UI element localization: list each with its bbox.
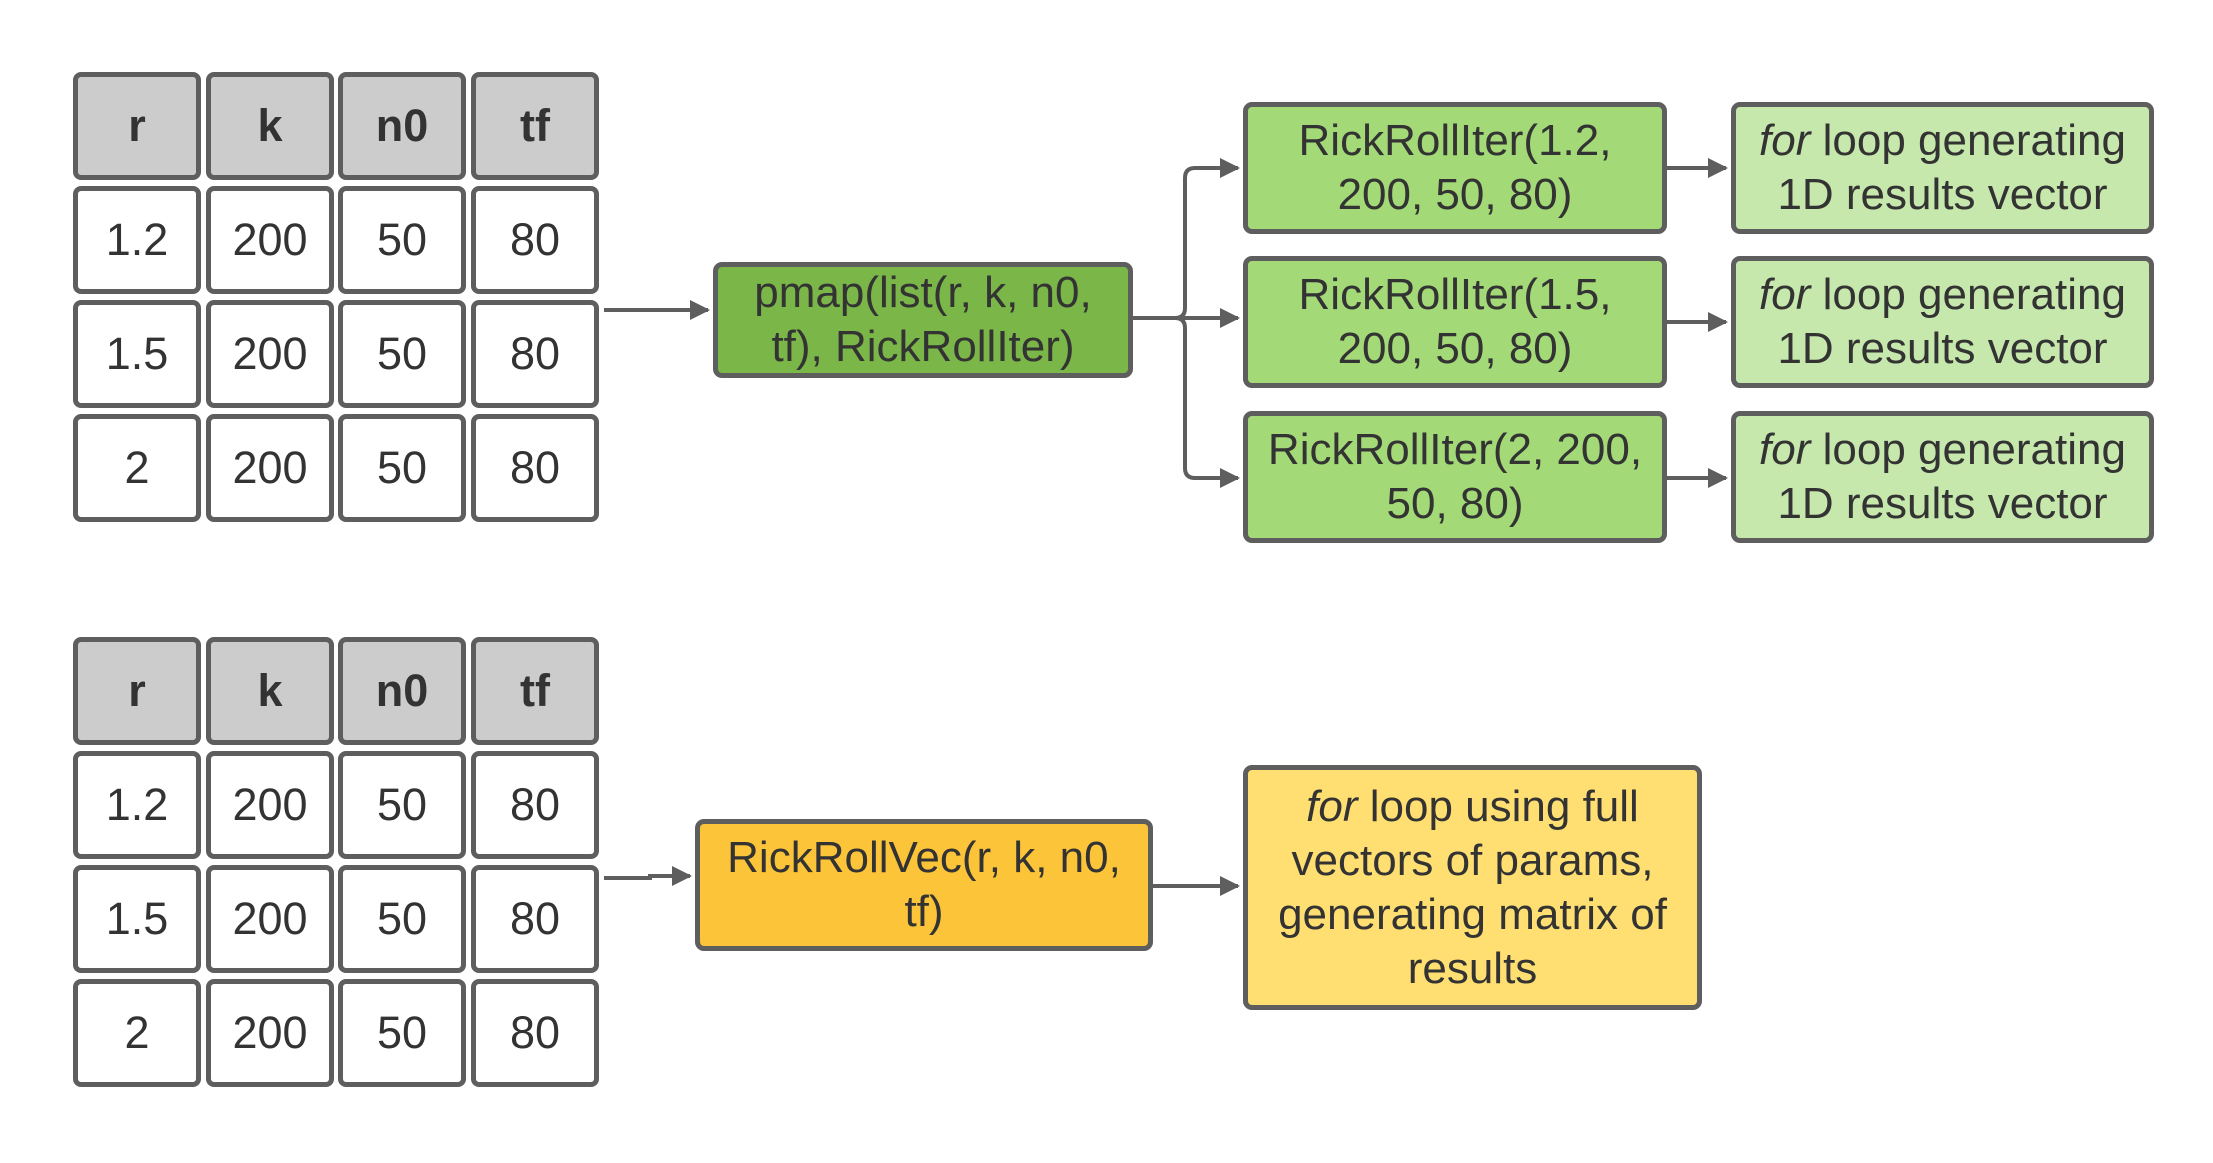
cell-tf: 80 <box>471 865 599 973</box>
arrow-pmap-to-iter-3 <box>1132 316 1240 488</box>
cell-tf: 80 <box>471 979 599 1087</box>
arrow-table-to-vec <box>604 866 692 886</box>
cell-tf: 80 <box>471 186 599 294</box>
header-r: r <box>73 637 201 745</box>
cell-k: 200 <box>206 979 334 1087</box>
header-n0: n0 <box>338 72 466 180</box>
cell-n0: 50 <box>338 751 466 859</box>
cell-tf: 80 <box>471 414 599 522</box>
loop-text: loop generating <box>1810 116 2126 165</box>
vec-line-1: RickRollVec(r, k, n0, <box>727 833 1121 882</box>
vec-loop-line-3: generating matrix of <box>1278 889 1667 939</box>
cell-k: 200 <box>206 865 334 973</box>
iter-box-1: RickRollIter(1.2, 200, 50, 80) <box>1243 102 1667 234</box>
loop-text: loop generating <box>1810 270 2126 319</box>
cell-k: 200 <box>206 186 334 294</box>
cell-k: 200 <box>206 751 334 859</box>
cell-tf: 80 <box>471 300 599 408</box>
loop-box-1: for loop generating 1D results vector <box>1731 102 2154 234</box>
loop-keyword: for <box>1759 425 1811 474</box>
cell-n0: 50 <box>338 300 466 408</box>
header-r: r <box>73 72 201 180</box>
cell-k: 200 <box>206 300 334 408</box>
iter-box-line-1: RickRollIter(1.5, <box>1298 270 1612 319</box>
vec-loop-text: loop using full <box>1357 781 1639 831</box>
arrow-pmap-to-iter-1 <box>1132 158 1240 320</box>
cell-r: 1.2 <box>73 186 201 294</box>
cell-k: 200 <box>206 414 334 522</box>
header-k: k <box>206 637 334 745</box>
header-k: k <box>206 72 334 180</box>
iter-box-2: RickRollIter(1.5, 200, 50, 80) <box>1243 256 1667 388</box>
iter-box-line-1: RickRollIter(2, 200, <box>1267 425 1643 474</box>
pmap-box: pmap(list(r, k, n0, tf), RickRollIter) <box>713 262 1133 378</box>
iter-box-line-2: 200, 50, 80) <box>1337 324 1573 373</box>
iter-box-line-1: RickRollIter(1.2, <box>1298 116 1612 165</box>
pmap-line-1: pmap(list(r, k, n0, <box>754 268 1092 317</box>
vec-loop-line-4: results <box>1407 943 1538 993</box>
iter-box-3: RickRollIter(2, 200, 50, 80) <box>1243 411 1667 543</box>
header-tf: tf <box>471 637 599 745</box>
iter-box-line-2: 200, 50, 80) <box>1337 170 1573 219</box>
cell-r: 2 <box>73 414 201 522</box>
vec-line-2: tf) <box>904 887 944 936</box>
cell-r: 1.2 <box>73 751 201 859</box>
loop-keyword: for <box>1759 270 1811 319</box>
iter-box-line-2: 50, 80) <box>1386 479 1524 528</box>
vec-loop-keyword: for <box>1306 781 1358 831</box>
cell-tf: 80 <box>471 751 599 859</box>
pmap-line-2: tf), RickRollIter) <box>771 322 1075 371</box>
loop-box-3: for loop generating 1D results vector <box>1731 411 2154 543</box>
cell-n0: 50 <box>338 186 466 294</box>
cell-n0: 50 <box>338 865 466 973</box>
header-tf: tf <box>471 72 599 180</box>
header-n0: n0 <box>338 637 466 745</box>
vec-box: RickRollVec(r, k, n0, tf) <box>695 819 1153 951</box>
vec-loop-box: for loop using full vectors of params, g… <box>1243 765 1702 1010</box>
cell-n0: 50 <box>338 414 466 522</box>
loop-keyword: for <box>1759 116 1811 165</box>
cell-n0: 50 <box>338 979 466 1087</box>
cell-r: 1.5 <box>73 300 201 408</box>
cell-r: 2 <box>73 979 201 1087</box>
loop-line-2: 1D results vector <box>1777 324 2108 373</box>
loop-box-2: for loop generating 1D results vector <box>1731 256 2154 388</box>
loop-line-2: 1D results vector <box>1777 479 2108 528</box>
loop-line-2: 1D results vector <box>1777 170 2108 219</box>
cell-r: 1.5 <box>73 865 201 973</box>
vec-loop-line-2: vectors of params, <box>1291 835 1654 885</box>
loop-text: loop generating <box>1810 425 2126 474</box>
